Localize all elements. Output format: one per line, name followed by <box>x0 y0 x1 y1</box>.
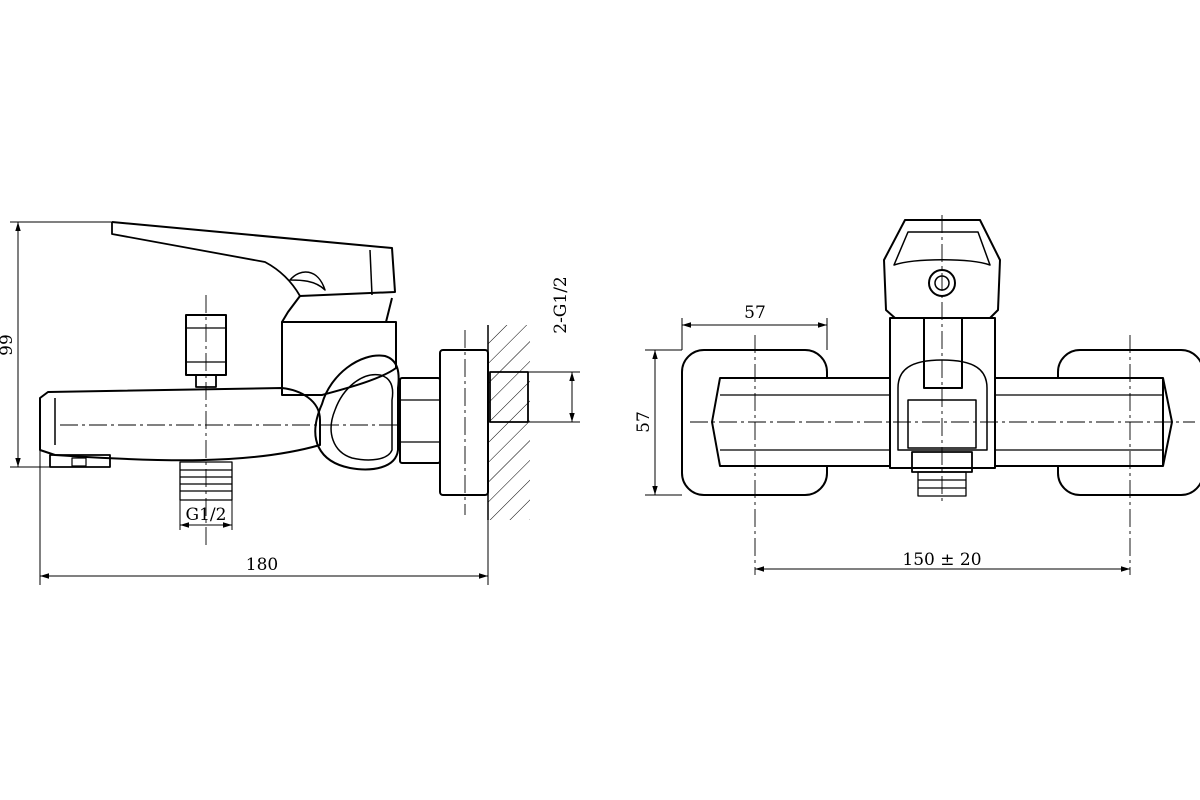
center-distance-label: 150 ± 20 <box>902 550 981 570</box>
spout <box>39 387 321 468</box>
center-body <box>889 317 996 469</box>
front-center-lines <box>690 215 1195 575</box>
side-view-dimensions <box>10 221 580 585</box>
faucet-body <box>281 321 397 396</box>
inlet-thread-label: G1/2 <box>186 505 227 525</box>
center-lines <box>60 295 466 545</box>
flange-width-label: 57 <box>744 303 766 323</box>
wall-flange <box>439 349 489 496</box>
height-dimension-label: 99 <box>0 334 17 356</box>
side-view <box>39 221 530 545</box>
wall-thread-label: 2-G1/2 <box>551 276 571 334</box>
front-view-dimensions <box>645 318 1130 572</box>
inlet-pipe <box>489 371 529 423</box>
hex-connector <box>399 377 441 464</box>
flange-height-label: 57 <box>634 411 654 433</box>
lever-handle <box>111 221 396 323</box>
diverter-front <box>923 317 963 389</box>
length-dimension-label: 180 <box>246 555 278 575</box>
front-view <box>681 215 1200 575</box>
